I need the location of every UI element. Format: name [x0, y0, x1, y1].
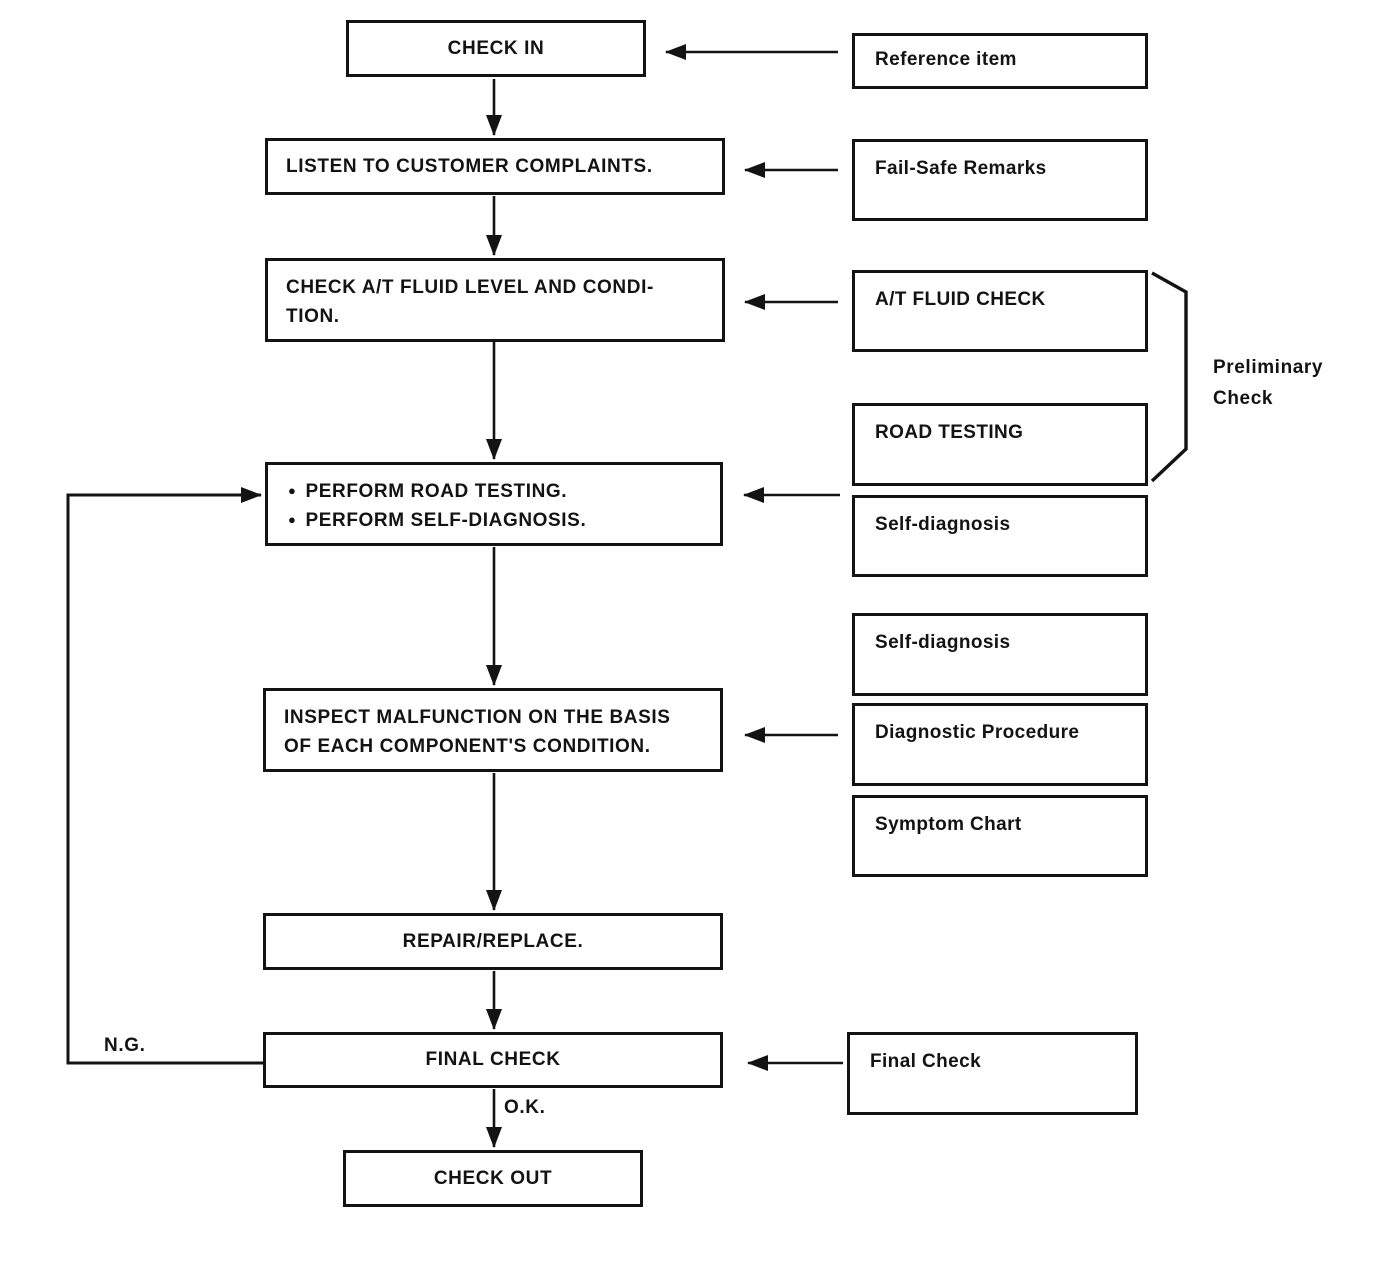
reference-label: A/T FLUID CHECK — [875, 289, 1046, 310]
ng-branch-label: N.G. — [104, 1035, 146, 1056]
flow-step-label: CHECK OUT — [433, 1167, 553, 1189]
perform-self-diagnosis-line: ● PERFORM SELF-DIAGNOSIS. — [288, 507, 708, 536]
flow-step-perform-tests: ● PERFORM ROAD TESTING. ● PERFORM SELF-D… — [265, 462, 723, 546]
reference-label: ROAD TESTING — [875, 422, 1024, 443]
reference-box-self-diagnosis-1: Self-diagnosis — [852, 495, 1148, 577]
flow-step-label: CHECK IN — [447, 37, 545, 59]
preliminary-check-line2: Check — [1213, 388, 1274, 409]
reference-label: Self-diagnosis — [875, 632, 1011, 653]
preliminary-check-line1: Preliminary — [1213, 357, 1324, 378]
preliminary-check-bracket — [1150, 271, 1188, 483]
reference-label: Self-diagnosis — [875, 514, 1011, 535]
reference-label: Diagnostic Procedure — [875, 722, 1080, 743]
flow-step-label-line1: CHECK A/T FLUID LEVEL AND CONDI- — [286, 277, 654, 298]
preliminary-check-label: Preliminary Check — [1213, 352, 1323, 414]
reference-box-at-fluid-check: A/T FLUID CHECK — [852, 270, 1148, 352]
reference-box-self-diagnosis-2: Self-diagnosis — [852, 613, 1148, 696]
flow-step-label-line2: PERFORM SELF-DIAGNOSIS. — [305, 510, 587, 531]
reference-box-reference-item: Reference item — [852, 33, 1148, 89]
reference-box-diagnostic-procedure: Diagnostic Procedure — [852, 703, 1148, 786]
flow-step-repair-replace: REPAIR/REPLACE. — [263, 913, 723, 970]
flow-step-label-line2: OF EACH COMPONENT'S CONDITION. — [284, 736, 651, 757]
flow-step-listen-complaints: LISTEN TO CUSTOMER COMPLAINTS. — [265, 138, 725, 195]
bullet-icon: ● — [288, 512, 297, 527]
reference-box-final-check: Final Check — [847, 1032, 1138, 1115]
ng-feedback-line — [66, 487, 263, 1065]
flow-step-label-line1: INSPECT MALFUNCTION ON THE BASIS — [284, 707, 671, 728]
flow-step-final-check: FINAL CHECK — [263, 1032, 723, 1088]
flow-step-label-line1: PERFORM ROAD TESTING. — [305, 481, 568, 502]
flow-step-label: REPAIR/REPLACE. — [402, 930, 584, 952]
reference-label: Final Check — [870, 1051, 982, 1072]
flow-step-inspect-malfunction: INSPECT MALFUNCTION ON THE BASIS OF EACH… — [263, 688, 723, 772]
reference-box-road-testing: ROAD TESTING — [852, 403, 1148, 486]
perform-road-testing-line: ● PERFORM ROAD TESTING. — [288, 478, 708, 507]
flow-step-label: LISTEN TO CUSTOMER COMPLAINTS. — [286, 155, 653, 177]
flow-step-label-line2: TION. — [286, 306, 340, 327]
reference-box-fail-safe-remarks: Fail-Safe Remarks — [852, 139, 1148, 221]
flow-step-check-in: CHECK IN — [346, 20, 646, 77]
flow-step-check-fluid: CHECK A/T FLUID LEVEL AND CONDI- TION. — [265, 258, 725, 342]
reference-box-symptom-chart: Symptom Chart — [852, 795, 1148, 877]
reference-label: Symptom Chart — [875, 814, 1022, 835]
ok-branch-label: O.K. — [504, 1097, 546, 1118]
reference-label: Reference item — [875, 49, 1017, 70]
reference-label: Fail-Safe Remarks — [875, 158, 1047, 179]
flow-step-check-out: CHECK OUT — [343, 1150, 643, 1207]
flow-step-label: FINAL CHECK — [425, 1049, 561, 1071]
bullet-icon: ● — [288, 483, 297, 498]
